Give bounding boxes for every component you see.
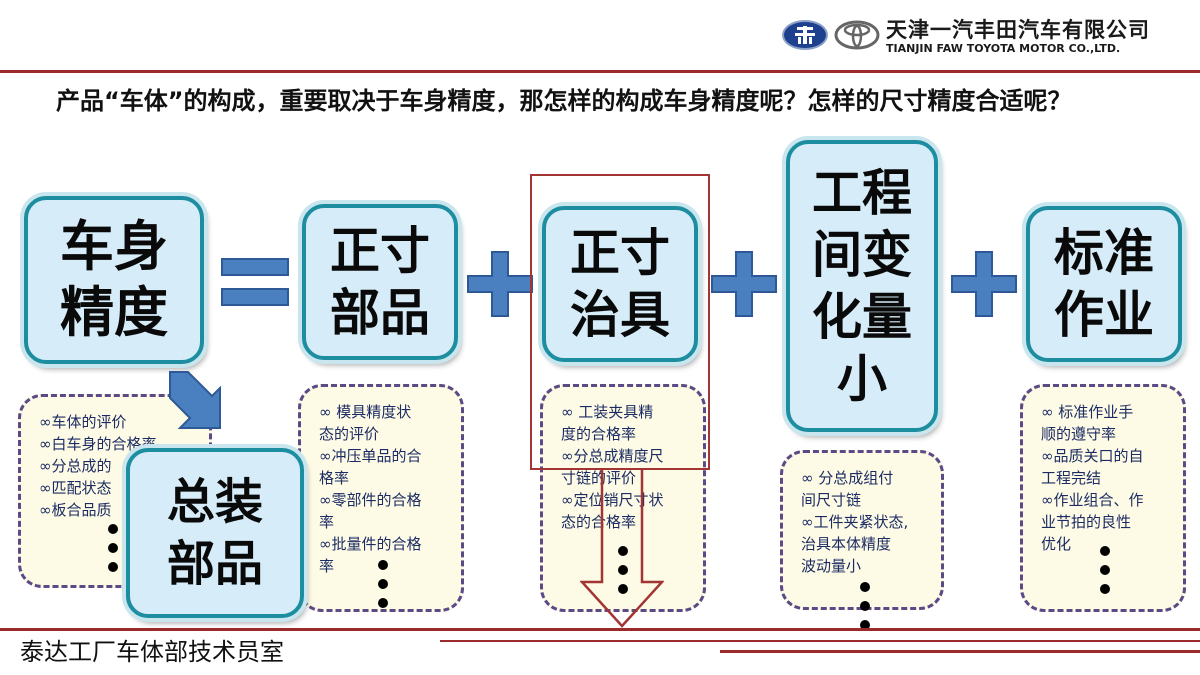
ellipsis-dots [860,582,870,639]
standard-work-box: 标准 作业 [1026,206,1182,362]
slide-question: 产品“车体”的构成，重要取决于车身精度，那怎样的构成车身精度呢？怎样的尺寸精度合… [56,87,1072,115]
note-line: ∞车体的评价 [39,413,127,431]
footer-divider-bottom [720,650,1200,653]
note-line: 优化 [1041,535,1072,553]
note-line: ∞分总成的 [39,457,112,475]
note-correct-parts: ∞ 模具精度状 态的评价 ∞冲压单品的合 格率 ∞零部件的合格 率 ∞批量件的合… [298,384,464,612]
note-line: 态的合格率 [561,513,637,531]
plus-sign-1 [467,251,533,317]
note-line: ∞作业组合、作 [1041,491,1144,509]
note-line: ∞板合品质 [39,501,112,519]
note-line: 治具本体精度 [801,535,892,553]
note-line: 度的合格率 [561,425,637,443]
plus-sign-2 [711,251,777,317]
note-line: ∞匹配状态 [39,479,112,497]
process-variation-label: 工程 间变 化量 小 [812,164,912,408]
faw-logo [782,20,828,50]
process-variation-box: 工程 间变 化量 小 [786,140,938,432]
toyota-logo [834,20,880,50]
ellipsis-dots [1100,546,1110,603]
body-precision-label: 车身 精度 [60,215,168,344]
footer-divider-mid [440,640,1200,642]
equals-sign [221,258,289,306]
note-line: 寸链的评价 [561,469,637,487]
correct-jig-box: 正寸 治具 [542,206,698,362]
standard-work-label: 标准 作业 [1054,224,1154,344]
ellipsis-dots [618,546,628,603]
assembly-parts-box: 总装 部品 [126,448,304,618]
note-line: ∞品质关口的自 [1041,447,1144,465]
note-line: 率 [319,513,335,531]
footer-department: 泰达工厂车体部技术员室 [20,638,284,666]
body-precision-box: 车身 精度 [24,196,204,364]
ellipsis-dots [108,524,118,581]
note-line: 间尺寸链 [801,491,862,509]
note-process-variation: ∞ 分总成组付 间尺寸链 ∞工件夹紧状态, 治具本体精度 波动量小 [780,450,944,610]
note-line: ∞分总成精度尺 [561,447,664,465]
company-name-en: TIANJIN FAW TOYOTA MOTOR CO.,LTD. [886,42,1121,55]
note-line: 格率 [319,469,350,487]
ellipsis-dots [378,560,388,617]
note-line: ∞零部件的合格 [319,491,422,509]
chevron-down-icon [169,371,221,429]
correct-jig-label: 正寸 治具 [570,224,670,344]
header-divider [0,70,1200,73]
note-line: ∞ 分总成组付 [801,469,894,487]
footer-divider-top [0,628,1200,631]
note-line: 工程完结 [1041,469,1102,487]
jig-highlight-frame [530,174,710,470]
note-line: 顺的遵守率 [1041,425,1117,443]
note-line: 态的评价 [319,425,380,443]
note-line: ∞工件夹紧状态, [801,513,909,531]
assembly-parts-label: 总装 部品 [166,474,263,592]
note-line: 率 [319,557,335,575]
arrow-down-icon [580,470,664,628]
note-line: ∞批量件的合格 [319,535,422,553]
note-line: ∞ 标准作业手 [1041,403,1134,421]
correct-parts-box: 正寸 部品 [302,204,458,360]
note-line: 波动量小 [801,557,862,575]
correct-parts-label: 正寸 部品 [330,222,430,342]
note-line: 业节拍的良性 [1041,513,1132,531]
note-correct-jig: ∞ 工装夹具精 度的合格率 ∞分总成精度尺 寸链的评价 ∞定位销尺寸状 态的合格… [540,384,706,612]
note-line: ∞白车身的合格率 [39,435,157,453]
note-line: ∞ 工装夹具精 [561,403,654,421]
note-line: ∞定位销尺寸状 [561,491,664,509]
note-line: ∞冲压单品的合 [319,447,422,465]
plus-sign-3 [951,251,1017,317]
note-line: ∞ 模具精度状 [319,403,412,421]
company-name-cn: 天津一汽丰田汽车有限公司 [886,18,1150,42]
